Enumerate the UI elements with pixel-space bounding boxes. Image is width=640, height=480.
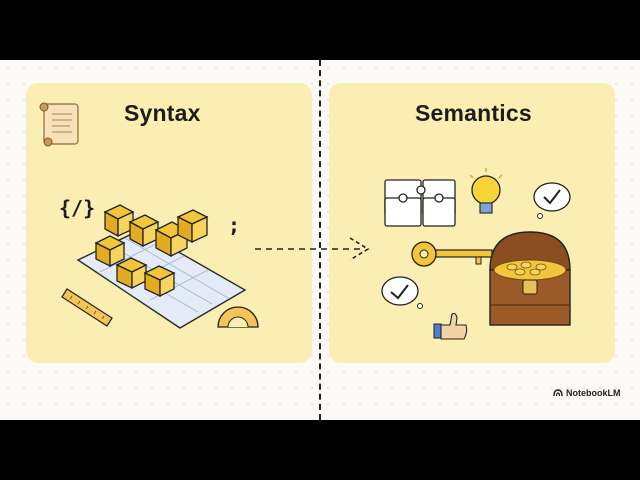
semicolon-symbol: ; — [228, 213, 240, 237]
brand-name: NotebookLM — [566, 388, 621, 398]
code-brackets-icon: {/} — [59, 196, 95, 220]
checkmark-bubble-icon — [533, 182, 571, 219]
checkmark-bubble-icon — [381, 276, 423, 309]
notebooklm-logo: NotebookLM — [553, 388, 621, 398]
illustrations: {/} ; — [39, 102, 571, 340]
syntax-title: Syntax — [124, 100, 201, 126]
scroll-icon — [39, 102, 79, 147]
protractor-icon — [217, 306, 259, 328]
notebooklm-icon — [553, 389, 563, 397]
slide: Syntax Semantics {/} — [0, 60, 640, 420]
lightbulb-icon — [469, 168, 503, 214]
puzzle-icon — [384, 179, 456, 227]
blocks-on-grid-icon — [76, 204, 247, 329]
ruler-icon — [61, 288, 113, 327]
semantics-title: Semantics — [415, 100, 532, 126]
dashed-arrow-icon — [255, 237, 370, 261]
key-icon — [411, 241, 493, 267]
treasure-chest-icon — [489, 231, 571, 326]
thumbs-up-icon — [433, 312, 468, 340]
center-divider — [319, 60, 321, 420]
